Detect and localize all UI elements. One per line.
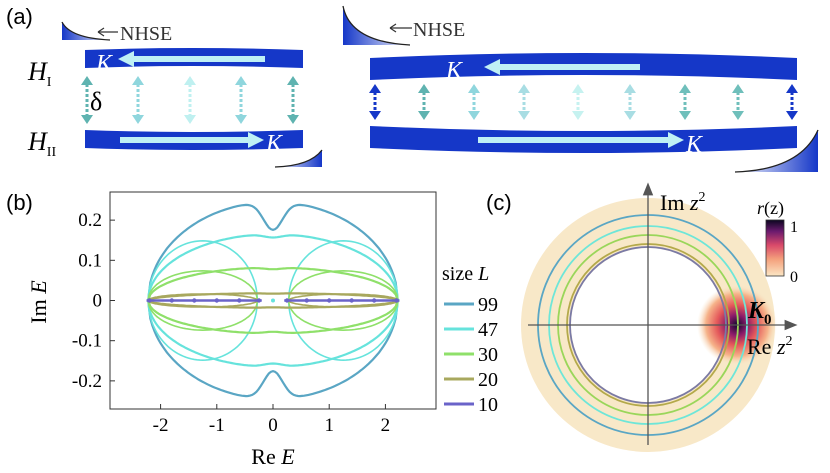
legend-label: 30	[478, 344, 498, 366]
spectrum-outer-loop	[147, 234, 399, 301]
panel-c-label: (c)	[486, 190, 512, 215]
nhse-profile-left-bottom	[275, 150, 322, 167]
legend-title: size L	[442, 263, 489, 285]
h-one-label: HI	[27, 57, 52, 90]
y-tick-label: -0.1	[72, 331, 102, 352]
spectrum-outer-loop	[147, 300, 399, 334]
h-two-label: HII	[27, 127, 56, 160]
y-tick-label: 0.2	[78, 210, 102, 231]
nhse-label-left: NHSE	[120, 23, 172, 45]
data-point	[327, 298, 332, 303]
spectrum-curves	[146, 203, 400, 398]
y-tick-label: 0	[93, 291, 103, 312]
colorbar-max: 1	[790, 219, 798, 236]
y-tick-label: -0.2	[72, 371, 102, 392]
legend-label: 10	[478, 394, 498, 416]
k-label: K	[95, 51, 114, 77]
data-point	[271, 298, 275, 303]
x-tick-label: -2	[153, 415, 169, 436]
coupling-arrows-right	[369, 84, 798, 120]
re-z2-label: Re z2	[747, 334, 793, 359]
spectrum-outer-loop	[147, 300, 399, 398]
data-point	[169, 298, 175, 303]
y-tick-label: 0.1	[78, 250, 102, 271]
data-point	[284, 298, 290, 303]
spectrum-outer-loop	[147, 300, 399, 367]
data-point	[192, 298, 197, 303]
data-point	[349, 298, 354, 303]
x-tick-label: 2	[381, 415, 391, 436]
k-label: K	[685, 132, 704, 158]
k-label: K	[445, 58, 464, 84]
legend-label: 20	[478, 369, 498, 391]
nhse-label-right: NHSE	[413, 19, 465, 41]
nhse-profile-right-bottom	[735, 130, 818, 172]
delta-label: δ	[90, 87, 102, 116]
panel-b-label: (b)	[6, 190, 33, 215]
data-point	[304, 298, 309, 303]
k-label: K	[265, 131, 284, 157]
data-point	[394, 298, 399, 303]
x-tick-label: -1	[209, 415, 225, 436]
panel-a: (a) NHSE K K HI HII δ	[6, 4, 819, 173]
x-tick-label: 1	[324, 415, 334, 436]
im-z2-label: Im z2	[660, 190, 706, 215]
panel-c: (c) Im z2 Re z2 K0 r(z) 1 0	[486, 182, 798, 452]
data-point	[214, 298, 219, 303]
axis-ticks: -2 -1 0 1 2 0.2 0.1 0 -0.1 -0.2	[72, 210, 390, 436]
data-point	[237, 298, 242, 303]
legend-label: 47	[478, 319, 498, 341]
nhse-profile-left	[62, 22, 110, 40]
legend: 99 47 30 20 10	[444, 294, 498, 416]
spectrum-outer-loop	[147, 267, 399, 301]
legend-label: 99	[478, 294, 498, 316]
colorbar-title: r(z)	[757, 198, 784, 219]
data-point	[147, 298, 152, 303]
x-axis-label: Re E	[251, 444, 295, 469]
colorbar	[765, 219, 785, 277]
panel-b: (b) -2 -1 0 1 2 0.2 0.1 0 -0.1 -0.2 Im E Re E siz…	[6, 190, 498, 469]
k0-label: K0	[747, 298, 772, 328]
data-point	[256, 298, 262, 303]
panel-a-label: (a)	[6, 4, 33, 29]
data-point	[371, 298, 377, 303]
spectrum-outer-loop	[147, 292, 399, 302]
nhse-profile-right	[343, 6, 410, 45]
x-tick-label: 0	[268, 415, 278, 436]
y-axis-label: Im E	[26, 280, 51, 324]
colorbar-min: 0	[790, 269, 798, 286]
spectrum-outer-loop	[147, 203, 399, 301]
coupling-arrows-left	[81, 76, 299, 124]
spectrum-outer-loop	[147, 299, 399, 309]
